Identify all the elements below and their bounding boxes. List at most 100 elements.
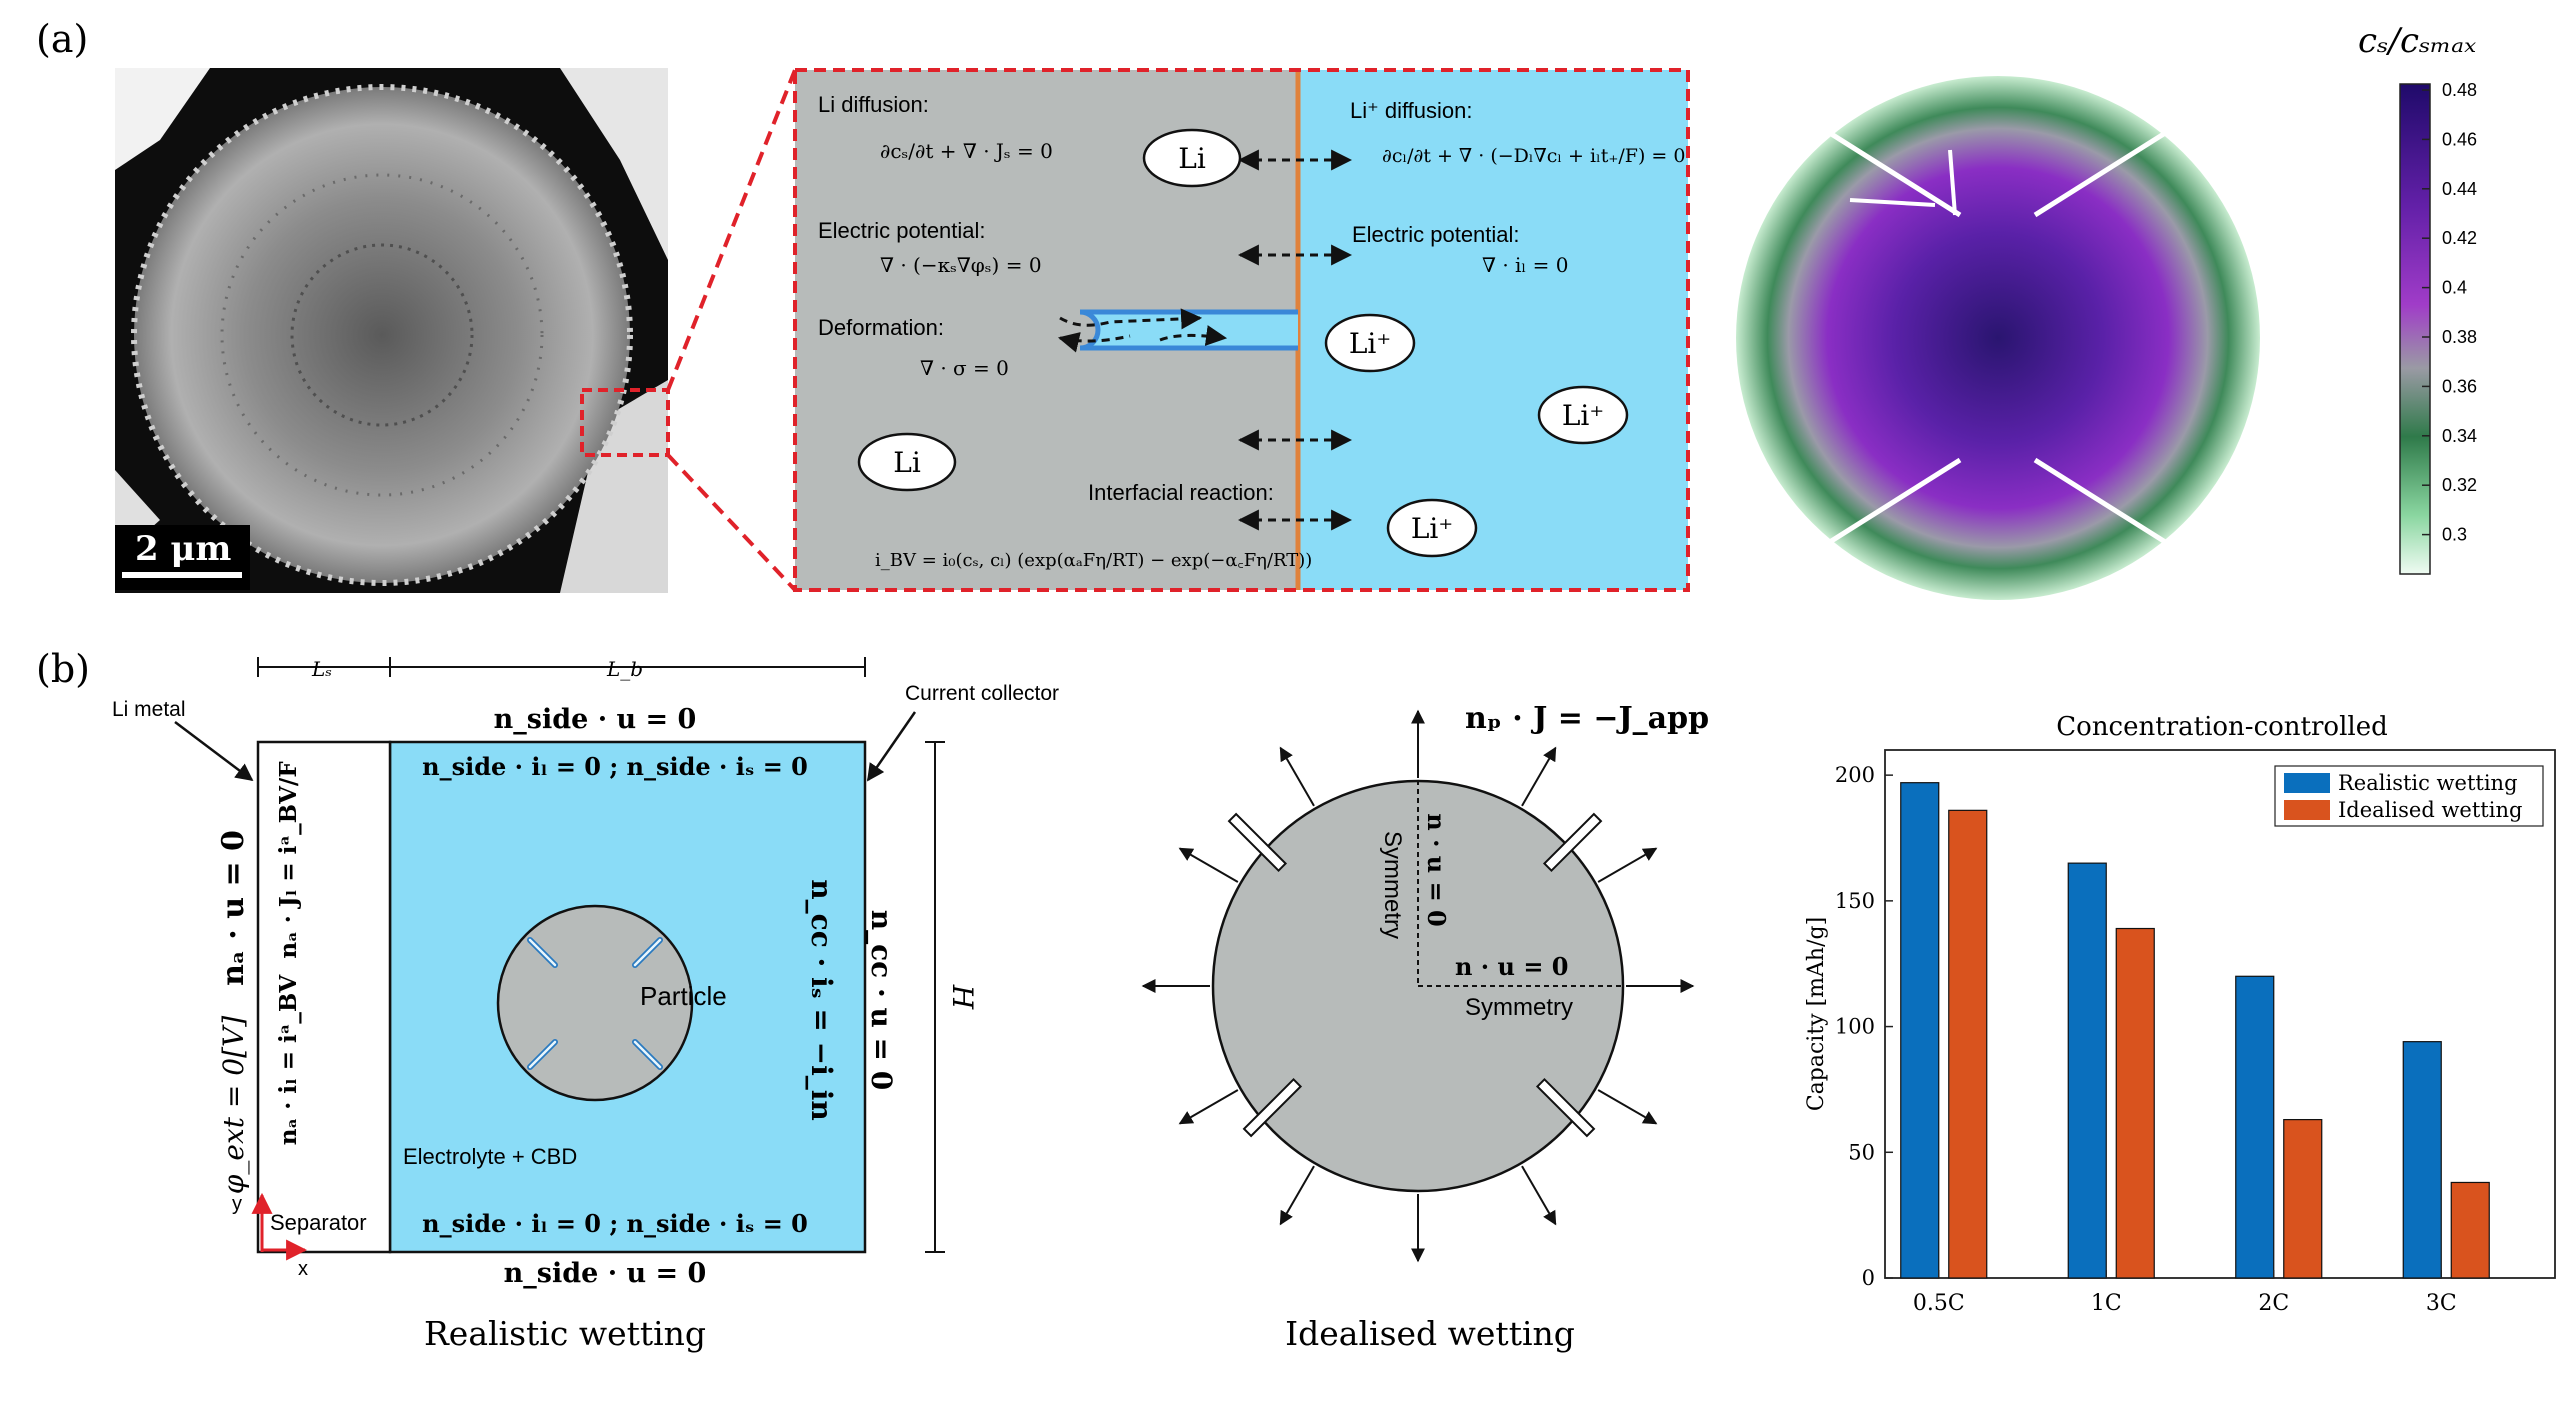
left-bc-1: nₐ · u = 0: [216, 830, 251, 986]
legend-swatch-idealised: [2284, 800, 2330, 820]
x-tick-label: 0.5C: [1913, 1291, 1965, 1316]
svg-text:Li⁺: Li⁺: [1411, 512, 1453, 545]
realistic-domain: [174, 657, 945, 1261]
deformation-eq: ∇ · σ = 0: [920, 356, 1009, 380]
colorbar-tick-label: 0.32: [2442, 475, 2477, 495]
svg-text:Li: Li: [1178, 142, 1206, 175]
svg-text:Li⁺: Li⁺: [1349, 327, 1391, 360]
flux-arrow: [1178, 1089, 1239, 1125]
deformation-title: Deformation:: [818, 315, 944, 340]
electric-potential-title: Electric potential:: [818, 218, 986, 243]
x-tick-label: 3C: [2426, 1291, 2457, 1316]
flux-arrow: [1279, 746, 1315, 807]
axis-x-label: x: [298, 1258, 308, 1280]
bar-realistic: [1900, 782, 1940, 1279]
right-bc-2: n_cc · u = 0: [865, 910, 898, 1091]
sym-horizontal-label: Symmetry: [1465, 994, 1573, 1021]
concentration-map: [1736, 76, 2260, 600]
sym-vertical-eq: n · u = 0: [1422, 813, 1451, 926]
liplus-bubble-3: Li⁺: [1386, 498, 1478, 558]
y-tick-label: 150: [1835, 889, 1875, 913]
y-tick-label: 200: [1835, 763, 1875, 787]
current-collector-label: Current collector: [905, 682, 1059, 705]
y-tick-label: 50: [1848, 1140, 1875, 1164]
panel-b-label: (b): [36, 647, 90, 691]
colorbar-title: cₛ/cₛₘₐₓ: [2358, 21, 2476, 61]
lb-label: L_b: [606, 657, 643, 681]
colorbar-tick-label: 0.46: [2442, 129, 2477, 149]
chart-title: Concentration-controlled: [2056, 712, 2387, 742]
interfacial-title: Interfacial reaction:: [1088, 480, 1274, 505]
top-bc: n_side · u = 0: [494, 704, 697, 735]
bottom-bc: n_side · u = 0: [504, 1258, 707, 1289]
ls-label: Lₛ: [311, 657, 332, 681]
legend-label-idealised: Idealised wetting: [2338, 798, 2522, 822]
h-label: H: [946, 984, 979, 1010]
li-metal-label: Li metal: [112, 698, 186, 721]
separator-label: Separator: [270, 1210, 367, 1235]
electrolyte-label: Electrolyte + CBD: [403, 1144, 577, 1169]
bar-idealised: [2450, 1181, 2490, 1279]
sym-horizontal-eq: n · u = 0: [1455, 952, 1568, 981]
bar-realistic: [2067, 862, 2107, 1279]
zoom-line-top: [666, 69, 797, 391]
colorbar-tick-label: 0.36: [2442, 376, 2477, 396]
axis-y-label: y: [232, 1193, 242, 1215]
electric-potential-eq: ∇ · (−κₛ∇φₛ) = 0: [880, 253, 1042, 277]
svg-text:Li: Li: [893, 446, 921, 479]
liplus-bubble-2: Li⁺: [1537, 385, 1629, 445]
svg-text:Li⁺: Li⁺: [1562, 399, 1604, 432]
right-bc-1: n_cc · iₛ = −i_in: [805, 879, 838, 1120]
bar-realistic: [2402, 1041, 2442, 1279]
chart-legend: Realistic wetting Idealised wetting: [2274, 765, 2544, 827]
chart-ylabel: Capacity [mAh/g]: [1804, 917, 1829, 1111]
flux-arrow: [1521, 1165, 1557, 1226]
legend-swatch-realistic: [2284, 773, 2330, 793]
capacity-chart: Concentration-controlled Capacity [mAh/g…: [1804, 712, 2556, 1316]
liplus-diffusion-title: Li⁺ diffusion:: [1350, 98, 1473, 123]
bar-realistic: [2235, 975, 2275, 1279]
y-tick-label: 100: [1835, 1015, 1875, 1039]
flux-arrow: [1279, 1165, 1315, 1226]
colorbar-gradient: [2399, 83, 2431, 575]
left-bc-2: φ_ext = 0[V]: [217, 1016, 250, 1194]
colorbar-tick-label: 0.34: [2442, 426, 2477, 446]
colorbar-tick-label: 0.48: [2442, 80, 2477, 100]
chart-axes-box: [1884, 749, 2556, 1279]
interfacial-eq: i_BV = i₀(cₛ, cₗ) (exp(αₐFη/RT) − exp(−α…: [875, 550, 1312, 571]
li-bubble-1: Li: [1142, 128, 1242, 188]
li-diffusion-eq: ∂cₛ/∂t + ∇ · Jₛ = 0: [880, 139, 1053, 163]
flux-arrow: [1597, 1089, 1658, 1125]
li-diffusion-title: Li diffusion:: [818, 92, 929, 117]
scale-bar: [122, 572, 242, 578]
idealised-domain: [1141, 709, 1695, 1263]
flux-bc: nₚ · J = −J_app: [1465, 701, 1709, 736]
sym-vertical-label: Symmetry: [1379, 831, 1406, 939]
interface-schematic: Li diffusion: ∂cₛ/∂t + ∇ · Jₛ = 0 Electr…: [793, 68, 1690, 592]
colorbar-tick-label: 0.38: [2442, 327, 2477, 347]
bar-idealised: [2283, 1118, 2323, 1279]
zoom-highlight-box: [580, 388, 670, 457]
colorbar-tick-label: 0.4: [2442, 278, 2467, 298]
liplus-diffusion-eq: ∂cₗ/∂t + ∇ · (−Dₗ∇cₗ + iₗt₊/F) = 0: [1382, 145, 1685, 167]
scale-bar-label: 2 μm: [135, 529, 231, 569]
electric-potential-r-eq: ∇ · iₗ = 0: [1482, 253, 1568, 277]
colorbar-tick-label: 0.42: [2442, 228, 2477, 248]
colorbar-tick-label: 0.3: [2442, 525, 2467, 545]
sem-image: 2 μm: [115, 68, 668, 593]
particle-label: Particle: [640, 981, 727, 1011]
bar-idealised: [1948, 809, 1988, 1279]
sep-bc-1: nₐ · Jₗ = iᵃ_BV/F: [275, 761, 302, 959]
idealised-caption: Idealised wetting: [1285, 1314, 1575, 1353]
realistic-caption: Realistic wetting: [424, 1314, 706, 1353]
panel-a-label: (a): [36, 17, 88, 61]
flux-arrow: [1178, 847, 1239, 883]
electric-potential-r-title: Electric potential:: [1352, 222, 1520, 247]
y-tick-label: 0: [1862, 1266, 1875, 1290]
colorbar: cₛ/cₛₘₐₓ 0.480.460.440.420.40.380.360.34…: [2358, 21, 2477, 575]
li-bubble-2: Li: [857, 432, 957, 492]
x-tick-label: 1C: [2091, 1291, 2122, 1316]
sep-bc-2: nₐ · iₗ = iᵃ_BV: [275, 974, 302, 1146]
top-inner-bc: n_side · iₗ = 0 ; n_side · iₛ = 0: [422, 752, 808, 781]
